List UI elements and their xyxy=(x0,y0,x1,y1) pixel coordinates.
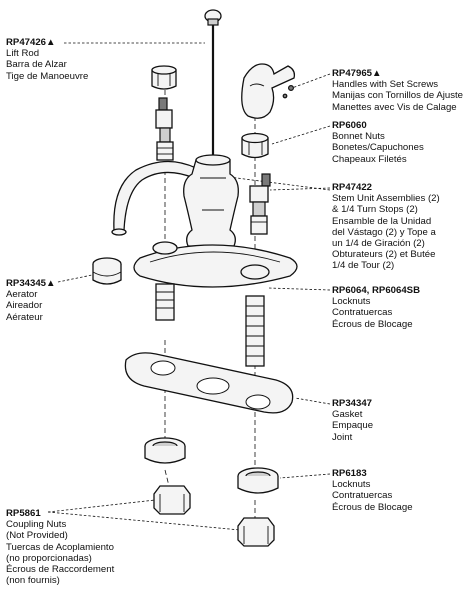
stem-unit-right xyxy=(249,173,271,235)
label-line: Joint xyxy=(332,431,353,443)
label-line: Manettes avec Vis de Calage xyxy=(332,101,457,113)
label-line: 1/4 de Tour (2) xyxy=(332,260,395,272)
callout-handles: RP47965▲ Handles with Set Screws Manijas… xyxy=(332,68,463,113)
shank-left xyxy=(155,283,175,321)
label-line: Empaque xyxy=(332,420,374,432)
label-line: & 1/4 Turn Stops (2) xyxy=(332,204,418,216)
handle xyxy=(241,63,296,119)
label-line: Écrous de Raccordement xyxy=(6,564,115,576)
label-line: Locknuts xyxy=(332,296,371,308)
label-line: Barra de Alzar xyxy=(6,59,67,71)
stem-unit-left xyxy=(155,97,174,161)
coupling-nut-right xyxy=(237,517,275,547)
part-number: RP6183 xyxy=(332,468,367,479)
bonnet-nut-right xyxy=(241,132,269,159)
shank-right xyxy=(245,295,265,367)
faucet-body xyxy=(111,154,239,247)
bonnet-nut-left xyxy=(151,65,177,90)
callout-coupling-nuts: RP5861 Coupling Nuts (Not Provided) Tuer… xyxy=(6,508,114,586)
label-line: Contratuercas xyxy=(332,307,393,319)
label-line: Aireador xyxy=(6,300,43,312)
label-line: (non fournis) xyxy=(6,575,60,587)
label-line: Écrous de Blocage xyxy=(332,318,413,330)
label-line: (Not Provided) xyxy=(6,530,68,542)
gasket xyxy=(124,352,294,414)
label-line: un 1/4 de Giración (2) xyxy=(332,238,425,250)
label-line: (no proporcionadas) xyxy=(6,552,92,564)
part-number: RP34347 xyxy=(332,398,373,409)
label-line: Ensamble de la Unidad xyxy=(332,215,432,227)
callout-bonnet-nuts: RP6060 Bonnet Nuts Bonetes/Capuchones Ch… xyxy=(332,120,424,165)
label-line: Chapeaux Filetés xyxy=(332,153,407,165)
part-number: RP47422 xyxy=(332,182,373,193)
label-line: Bonnet Nuts xyxy=(332,131,385,143)
label-line: Bonetes/Capuchones xyxy=(332,142,424,154)
label-line: Handles with Set Screws xyxy=(332,79,439,91)
lift-rod xyxy=(204,9,222,160)
label-line: Lift Rod xyxy=(6,48,40,60)
part-number: RP47426▲ xyxy=(6,37,56,48)
label-line: Gasket xyxy=(332,409,363,421)
label-line: Stem Unit Assemblies (2) xyxy=(332,193,440,205)
part-number: RP34345▲ xyxy=(6,278,56,289)
aerator xyxy=(92,257,122,285)
callout-gasket: RP34347 Gasket Empaque Joint xyxy=(332,398,373,443)
deck-plate xyxy=(133,241,298,288)
label-line: Contratuercas xyxy=(332,490,393,502)
label-line: Aerator xyxy=(6,289,38,301)
label-line: del Vástago (2) y Tope a xyxy=(332,226,436,238)
callout-top-locknuts: RP6064, RP6064SB Locknuts Contratuercas … xyxy=(332,285,420,330)
part-number: RP5861 xyxy=(6,508,41,519)
label-line: Tuercas de Acoplamiento xyxy=(6,541,114,553)
label-line: Aérateur xyxy=(6,311,43,323)
part-number: RP47965▲ xyxy=(332,68,382,79)
callout-lift-rod: RP47426▲ Lift Rod Barra de Alzar Tige de… xyxy=(6,37,88,82)
label-line: Obturateurs (2) et Butée xyxy=(332,249,436,261)
coupling-nut-left xyxy=(153,485,191,515)
label-line: Manijas con Tornillos de Ajuste xyxy=(332,90,464,102)
locknut-right xyxy=(237,467,279,494)
label-line: Écrous de Blocage xyxy=(332,501,413,513)
callout-aerator: RP34345▲ Aerator Aireador Aérateur xyxy=(6,278,56,323)
label-line: Coupling Nuts xyxy=(6,519,67,531)
part-number: RP6064, RP6064SB xyxy=(332,285,420,296)
locknut-left xyxy=(144,437,186,464)
callout-bottom-locknuts: RP6183 Locknuts Contratuercas Écrous de … xyxy=(332,468,413,513)
label-line: Locknuts xyxy=(332,479,371,491)
label-line: Tige de Manoeuvre xyxy=(6,70,89,82)
part-number: RP6060 xyxy=(332,120,367,131)
callout-stem-units: RP47422 Stem Unit Assemblies (2) & 1/4 T… xyxy=(332,182,440,272)
